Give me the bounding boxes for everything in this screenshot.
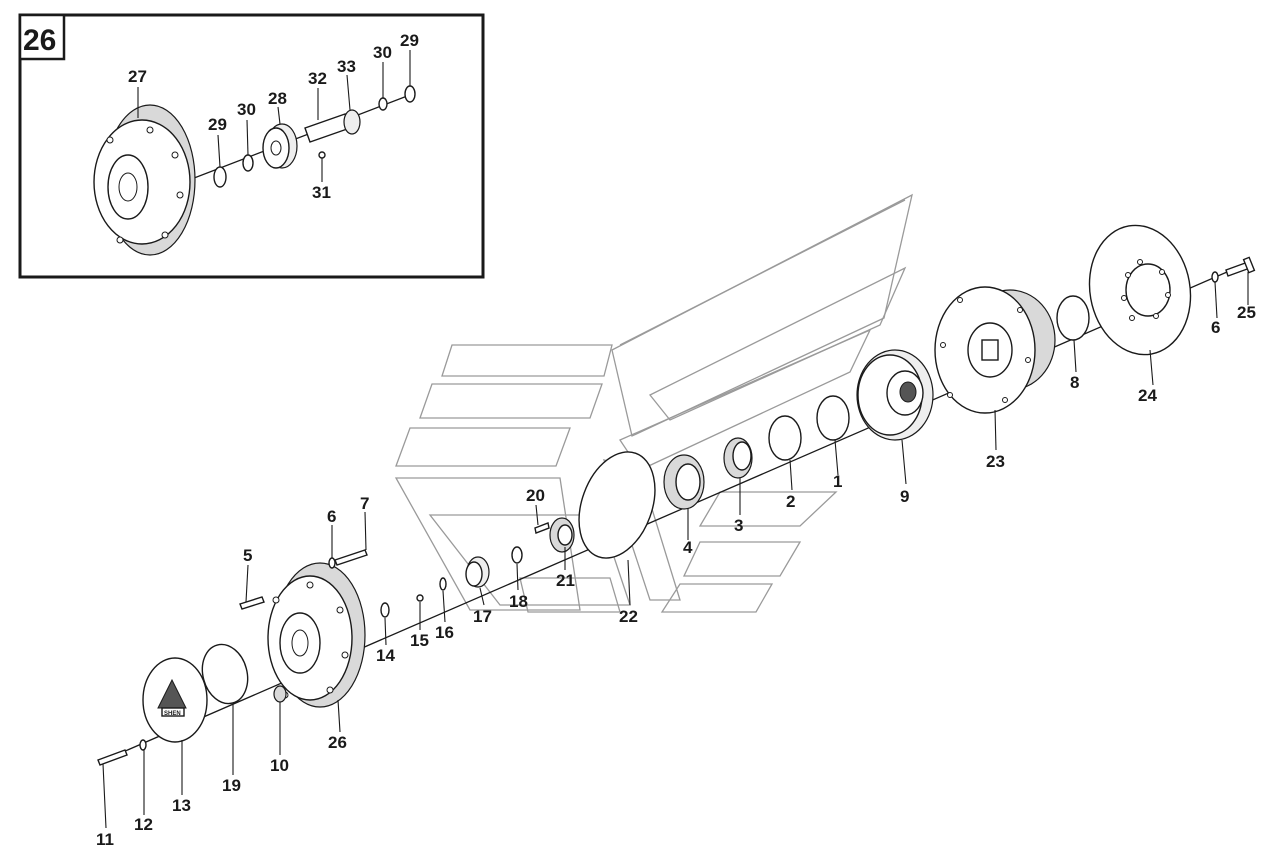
- part-24-brake-disc: [1088, 224, 1192, 356]
- label-22: 22: [619, 607, 638, 626]
- part-13-cover-plate: SHEN: [142, 657, 208, 743]
- label-16: 16: [435, 623, 454, 642]
- part-17-gear: [465, 556, 490, 588]
- label-1: 1: [833, 472, 842, 491]
- label-6-left: 6: [327, 507, 336, 526]
- inset-label-30: 30: [237, 100, 256, 119]
- part-8-oring: [1056, 295, 1090, 341]
- background-outline-shapes: [394, 193, 913, 613]
- label-5: 5: [243, 546, 252, 565]
- inset-part-29-washer-b: [404, 85, 416, 103]
- part-16-ring: [439, 577, 447, 591]
- inset-label-29-b: 29: [400, 31, 419, 50]
- inset-part-30-ring: [242, 154, 254, 172]
- inset-label-28: 28: [268, 89, 287, 108]
- label-13: 13: [172, 796, 191, 815]
- part-18-ring: [511, 546, 523, 564]
- inset-label-27: 27: [128, 67, 147, 86]
- part-1-ring: [816, 395, 850, 441]
- inset-number-box: [18, 13, 66, 61]
- part-6-washer-left: [328, 557, 336, 569]
- part-26-cover: [267, 562, 366, 708]
- inset-number: 26: [23, 24, 56, 57]
- label-14: 14: [376, 646, 395, 665]
- label-7: 7: [360, 494, 369, 513]
- label-3: 3: [734, 516, 743, 535]
- label-4: 4: [683, 538, 693, 557]
- part-21-flange: [549, 517, 575, 553]
- part-9-ring-gear: [856, 349, 934, 441]
- label-15: 15: [410, 631, 429, 650]
- part-2-ring: [768, 415, 802, 461]
- inset-label-31: 31: [312, 183, 331, 202]
- part-22-gasket: [578, 451, 656, 559]
- part-20-pin: [534, 522, 550, 534]
- part-labels: 1 2 3 4 9 23 8 24 6 25 20 21 22 17 18 16…: [96, 303, 1256, 849]
- part-12-washer: [139, 739, 147, 751]
- label-21: 21: [556, 571, 575, 590]
- label-20: 20: [526, 486, 545, 505]
- part-25-bolt: [1225, 256, 1256, 277]
- label-24: 24: [1138, 386, 1157, 405]
- part-7-bolt: [334, 549, 368, 566]
- inset-label-33: 33: [337, 57, 356, 76]
- label-8: 8: [1070, 373, 1079, 392]
- part-23-hub: [934, 286, 1056, 414]
- inset-part-31-ball: [318, 151, 326, 159]
- label-10: 10: [270, 756, 289, 775]
- inset-frame: [18, 13, 485, 279]
- label-23: 23: [986, 452, 1005, 471]
- label-11: 11: [96, 830, 114, 849]
- label-18: 18: [509, 592, 528, 611]
- part-11-bolt: [97, 749, 128, 766]
- inset-part-28-gear: [262, 123, 298, 169]
- inset-part-27-cover: [93, 104, 196, 256]
- part-5-bolt: [239, 596, 265, 610]
- inset-part-33-pinion: [343, 109, 361, 135]
- label-19: 19: [222, 776, 241, 795]
- part-14-washer: [380, 602, 390, 618]
- label-9: 9: [900, 487, 909, 506]
- part-3-bearing-race: [723, 437, 753, 479]
- inset-label-29: 29: [208, 115, 227, 134]
- part-6-washer-right: [1211, 271, 1219, 283]
- label-12: 12: [134, 815, 153, 834]
- inset-label-32: 32: [308, 69, 327, 88]
- label-26: 26: [328, 733, 347, 752]
- inset-label-30-b: 30: [373, 43, 392, 62]
- part-15-ball: [416, 594, 424, 602]
- label-6-right: 6: [1211, 318, 1220, 337]
- inset-part-29-washer: [213, 166, 227, 188]
- label-17: 17: [473, 607, 492, 626]
- leader-lines: [102, 272, 1249, 829]
- logo-text: SHEN: [164, 711, 181, 717]
- label-25: 25: [1237, 303, 1256, 322]
- part-10-plug: [273, 685, 287, 703]
- inset-part-30-ring-b: [378, 97, 388, 111]
- part-4-bearing: [663, 454, 705, 510]
- label-2: 2: [786, 492, 795, 511]
- inset-detail-26: 26: [18, 13, 485, 279]
